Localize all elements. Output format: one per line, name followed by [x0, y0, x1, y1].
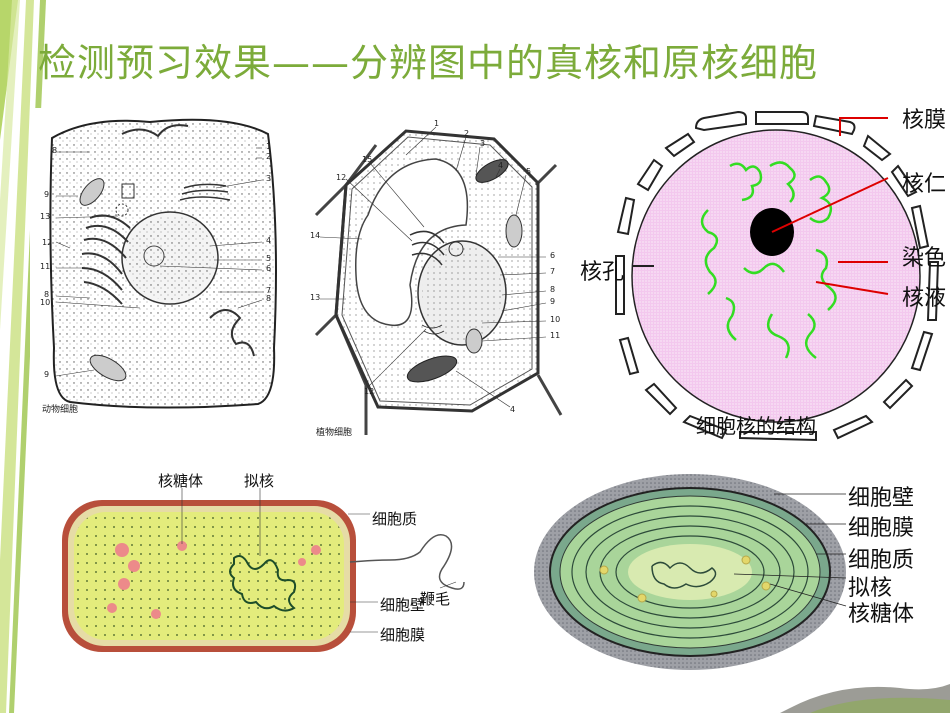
animal-label-10: 10 — [40, 298, 51, 307]
plant-label-11: 11 — [550, 331, 561, 340]
animal-cell-caption: 动物细胞 — [42, 405, 79, 415]
plant-label-7: 7 — [550, 267, 556, 276]
animal-label-8c: 8 — [266, 294, 272, 303]
plant-label-15: 15 — [362, 155, 373, 164]
plant-cell-diagram: 1 2 3 4 5 15 12 14 13 6 7 8 9 10 11 12 4… — [306, 115, 566, 440]
label-cyano-cell-wall: 细胞壁 — [848, 486, 915, 511]
animal-label-2: 2 — [266, 152, 272, 161]
decorative-corner — [780, 684, 950, 713]
label-chromatin: 染色 — [902, 246, 947, 271]
label-bacterium-nucleoid: 拟核 — [244, 472, 275, 490]
plant-cell-caption: 植物细胞 — [316, 428, 353, 438]
animal-label-7: 7 — [266, 286, 272, 295]
animal-label-6: 6 — [266, 264, 272, 273]
plant-label-10: 10 — [550, 315, 561, 324]
label-nuclear-membrane: 核膜 — [902, 108, 947, 133]
label-cyano-nucleoid: 拟核 — [848, 576, 893, 601]
animal-label-9b: 9 — [44, 370, 50, 379]
animal-label-4: 4 — [266, 236, 272, 245]
plant-label-2: 2 — [464, 129, 470, 138]
plant-label-12: 12 — [336, 173, 347, 182]
animal-label-8b: 8 — [44, 290, 50, 299]
label-nucleolus: 核仁 — [902, 172, 947, 197]
label-cyano-cell-membrane: 细胞膜 — [848, 516, 915, 541]
label-nuclear-pore: 核孔 — [580, 260, 625, 285]
animal-label-3: 3 — [266, 174, 272, 183]
label-bacterium-flagellum: 鞭毛 — [420, 590, 451, 608]
label-bacterium-cell-wall: 细胞壁 — [380, 596, 426, 614]
animal-label-5: 5 — [266, 254, 272, 263]
slide-title: 检测预习效果——分辨图中的真核和原核细胞 — [38, 41, 819, 85]
plant-label-13: 13 — [310, 293, 321, 302]
label-nucleoplasm: 核液 — [902, 286, 947, 311]
animal-label-13: 13 — [40, 212, 51, 221]
plant-label-3: 3 — [480, 139, 486, 148]
cyanobacterium-diagram: 细胞壁 细胞膜 细胞质 拟核 核糖体 — [534, 474, 950, 679]
animal-label-1: 1 — [266, 142, 272, 151]
plant-label-12b: 12 — [364, 387, 375, 396]
animal-label-12: 12 — [42, 238, 53, 247]
nucleus-caption: 细胞核的结构 — [696, 414, 816, 438]
animal-label-11: 11 — [40, 262, 51, 271]
plant-label-4b: 4 — [510, 405, 516, 414]
label-cyano-ribosome: 核糖体 — [848, 602, 915, 627]
plant-label-9: 9 — [550, 297, 556, 306]
label-cyano-cytoplasm: 细胞质 — [848, 548, 915, 573]
plant-label-4: 4 — [498, 161, 504, 170]
animal-cell-diagram: 8 9 13 12 11 8 10 9 1 2 3 4 5 6 7 8 动物细胞 — [30, 108, 292, 420]
plant-label-8: 8 — [550, 285, 556, 294]
animal-label-9: 9 — [44, 190, 50, 199]
plant-label-14: 14 — [310, 231, 321, 240]
plant-label-6: 6 — [550, 251, 556, 260]
plant-label-1: 1 — [434, 119, 440, 128]
bacterium-diagram: 核糖体 拟核 细胞质 鞭毛 细胞壁 细胞膜 — [48, 452, 514, 662]
label-bacterium-ribosome: 核糖体 — [158, 472, 204, 490]
label-bacterium-cytoplasm: 细胞质 — [372, 510, 418, 528]
label-bacterium-cell-membrane: 细胞膜 — [380, 626, 426, 644]
animal-label-8: 8 — [52, 146, 58, 155]
nucleus-structure-diagram: 核膜 核仁 染色 核液 核孔 细胞核的结构 — [576, 100, 950, 450]
plant-label-5: 5 — [526, 167, 532, 176]
